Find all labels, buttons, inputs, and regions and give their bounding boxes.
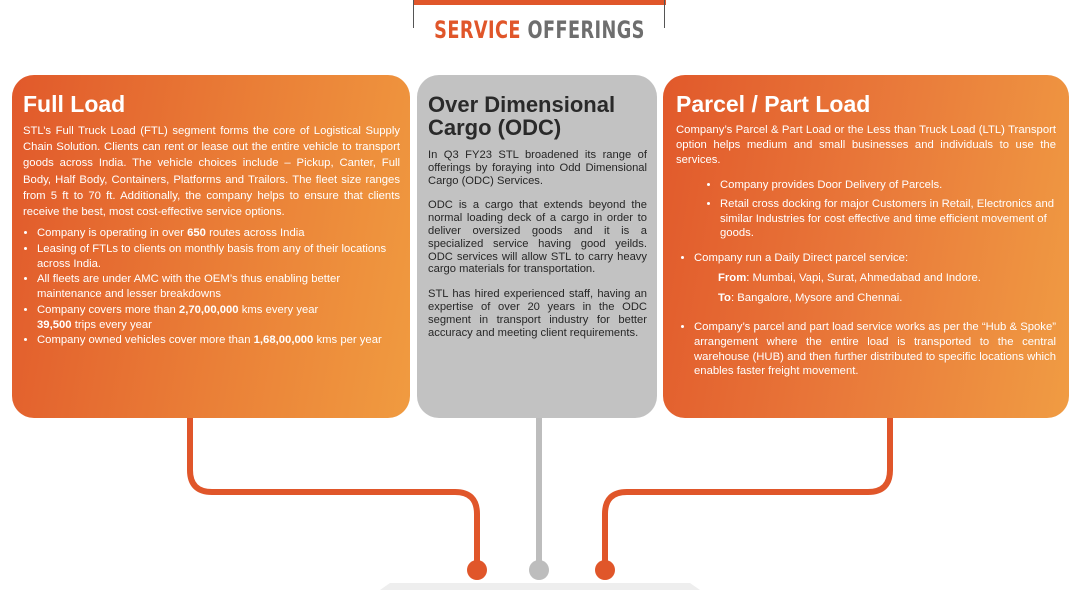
bullet-text: Company owned vehicles cover more than	[37, 334, 254, 347]
list-item: Company’s parcel and part load service w…	[694, 320, 1056, 379]
list-item: Company is operating in over 650 routes …	[37, 226, 400, 241]
list-item: Retail cross docking for major Customers…	[720, 197, 1056, 241]
odc-title: Over Dimensional Cargo (ODC)	[428, 92, 616, 140]
bullet-text: Company covers more than	[37, 303, 179, 316]
list-item: All fleets are under AMC with the OEM’s …	[37, 272, 400, 302]
parcel-intro: Company’s Parcel & Part Load or the Less…	[676, 124, 1056, 166]
full-load-card: Full Load STL’s Full Truck Load (FTL) se…	[12, 75, 410, 418]
parcel-title: Parcel / Part Load	[676, 91, 871, 117]
route-to-value: : Bangalore, Mysore and Chennai.	[730, 291, 903, 304]
connector-right	[602, 410, 893, 568]
section-title-word-1: SERVICE	[434, 16, 521, 44]
bullet-highlight: 2,70,00,000	[178, 303, 239, 316]
parcel-sub-bullets: Company provides Door Delivery of Parcel…	[706, 178, 1056, 241]
list-item: Company owned vehicles cover more than 1…	[37, 333, 400, 348]
full-load-bullets: Company is operating in over 650 routes …	[23, 226, 400, 348]
list-item: Company provides Door Delivery of Parcel…	[720, 178, 1056, 193]
odc-paragraph-2: ODC is a cargo that extends beyond the n…	[428, 199, 647, 276]
bullet-highlight: 39,500	[37, 318, 72, 331]
list-item: Company run a Daily Direct parcel servic…	[694, 251, 1056, 266]
parcel-card: Parcel / Part Load Company’s Parcel & Pa…	[663, 75, 1069, 418]
floor-shadow	[380, 583, 700, 590]
bullet-highlight: 1,68,00,000	[253, 334, 314, 347]
route-from-value: : Mumbai, Vapi, Surat, Ahmedabad and Ind…	[746, 271, 981, 284]
header-divider-left	[413, 0, 414, 28]
bullet-highlight: 650	[187, 227, 206, 240]
list-item: Company covers more than 2,70,00,000 kms…	[37, 303, 400, 333]
parcel-daily-bullet: Company run a Daily Direct parcel servic…	[680, 251, 1056, 266]
section-title-word-2: OFFERINGS	[527, 16, 645, 44]
header-accent-bar	[414, 0, 666, 5]
route-to-label: To	[718, 291, 731, 304]
bullet-text: kms per year	[313, 334, 382, 347]
bullet-text: routes across India	[205, 227, 305, 240]
bullet-text: kms every year	[238, 303, 319, 316]
connector-left-dot	[467, 560, 487, 580]
connector-middle-dot	[529, 560, 549, 580]
odc-paragraph-3: STL has hired experienced staff, having …	[428, 288, 647, 339]
odc-card: Over Dimensional Cargo (ODC) In Q3 FY23 …	[417, 75, 657, 418]
route-from: From: Mumbai, Vapi, Surat, Ahmedabad and…	[718, 271, 1056, 286]
connector-right-dot	[595, 560, 615, 580]
connector-left	[187, 410, 480, 568]
full-load-intro: STL’s Full Truck Load (FTL) segment form…	[23, 125, 400, 219]
list-item: Leasing of FTLs to clients on monthly ba…	[37, 242, 400, 272]
full-load-title: Full Load	[23, 91, 126, 117]
route-from-label: From	[718, 271, 747, 284]
bullet-text: trips every year	[71, 318, 152, 331]
parcel-hub-bullet: Company’s parcel and part load service w…	[680, 320, 1056, 379]
route-to: To: Bangalore, Mysore and Chennai.	[718, 291, 1056, 306]
header-divider-right	[664, 0, 665, 28]
bullet-text: Company is operating in over	[37, 227, 188, 240]
odc-paragraph-1: In Q3 FY23 STL broadened its range of of…	[428, 149, 647, 187]
section-title: SERVICE OFFERINGS	[97, 16, 982, 44]
